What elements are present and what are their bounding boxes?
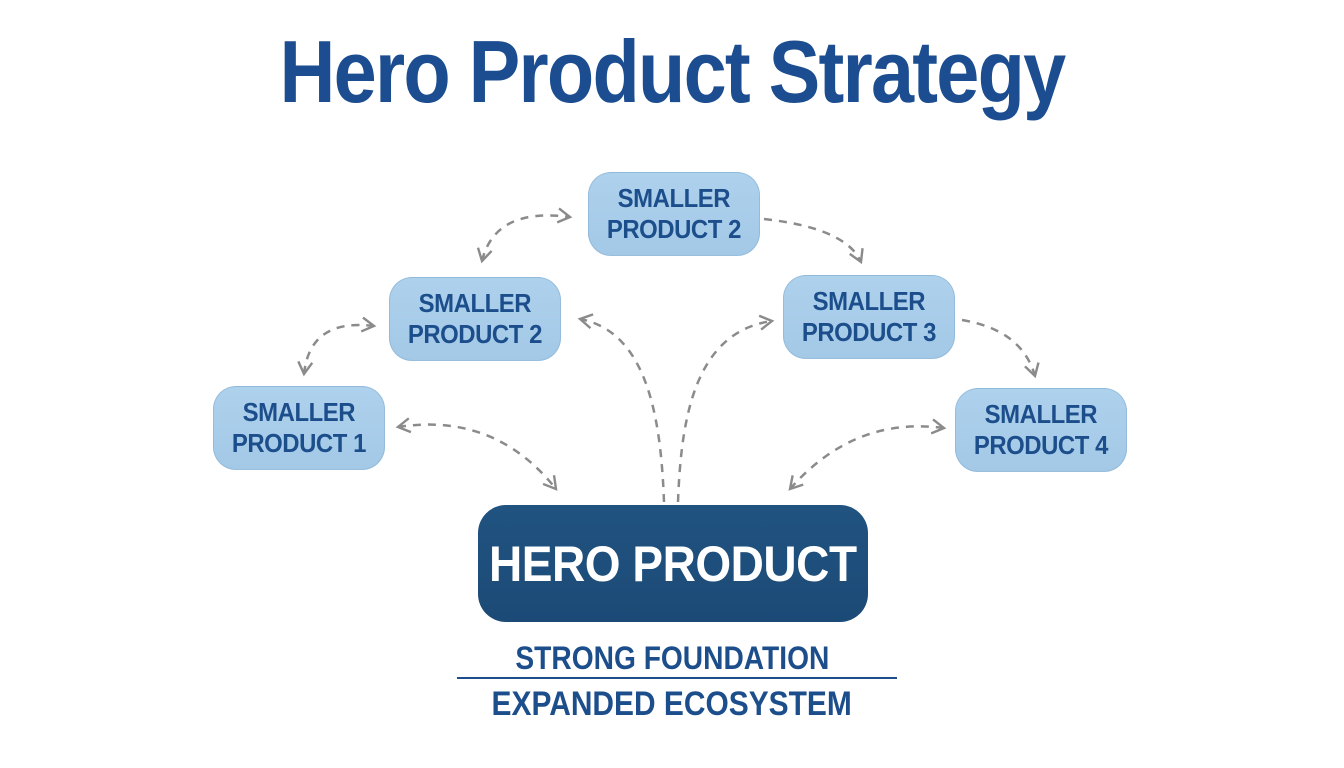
node-smaller-product-2-left: SMALLER PRODUCT 2 xyxy=(389,277,561,361)
node-label: SMALLER PRODUCT 4 xyxy=(973,399,1109,460)
caption-divider xyxy=(457,677,897,679)
arrow-hero-product2left xyxy=(577,313,666,503)
arrow-hero-product4 xyxy=(788,418,947,491)
caption-strong-foundation-text: STRONG FOUNDATION xyxy=(515,640,829,676)
arrow-hero-product1 xyxy=(395,417,558,491)
node-label: SMALLER PRODUCT 1 xyxy=(231,397,367,458)
node-smaller-product-3: SMALLER PRODUCT 3 xyxy=(783,275,955,359)
node-smaller-product-2-top: SMALLER PRODUCT 2 xyxy=(588,172,760,256)
arrow-product3-product4 xyxy=(961,318,1040,379)
caption-strong-foundation: STRONG FOUNDATION xyxy=(0,640,1344,677)
arrow-product2top-product3 xyxy=(763,217,864,265)
arrow-product2left-product2top xyxy=(476,207,573,264)
node-label: SMALLER PRODUCT 2 xyxy=(606,183,742,244)
arrow-hero-product3 xyxy=(676,314,775,503)
caption-expanded-ecosystem: EXPANDED ECOSYSTEM xyxy=(0,685,1344,724)
node-smaller-product-1: SMALLER PRODUCT 1 xyxy=(213,386,385,470)
arrow-product1-product2left xyxy=(297,316,377,377)
node-hero-product: HERO PRODUCT xyxy=(478,505,868,622)
node-smaller-product-4: SMALLER PRODUCT 4 xyxy=(955,388,1127,472)
node-label: SMALLER PRODUCT 2 xyxy=(407,288,543,349)
caption-expanded-ecosystem-text: EXPANDED ECOSYSTEM xyxy=(491,685,853,723)
hero-product-label: HERO PRODUCT xyxy=(489,535,857,592)
node-label: SMALLER PRODUCT 3 xyxy=(801,286,937,347)
page-title: Hero Product Strategy xyxy=(0,22,1344,121)
page-title-text: Hero Product Strategy xyxy=(279,22,1067,121)
